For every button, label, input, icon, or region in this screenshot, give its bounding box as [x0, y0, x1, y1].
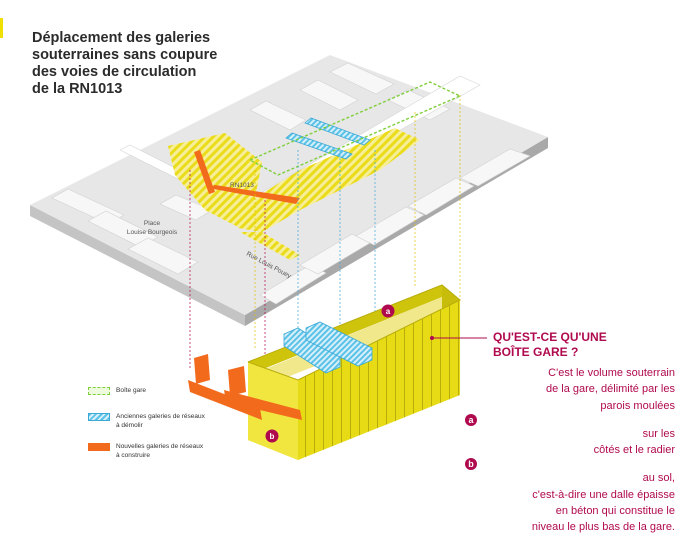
old-gallery-2	[305, 321, 373, 367]
new-gallery-l-horizontal	[188, 380, 262, 420]
legend-swatch-orange	[88, 443, 110, 451]
title-line: de la RN1013	[32, 81, 123, 97]
corner-mark	[0, 18, 3, 38]
new-gallery-l2-vertical	[228, 366, 246, 396]
legend-line: à construire	[116, 452, 150, 459]
map-label-rn1013: RN1013	[230, 182, 254, 189]
callout-line: C'est le volume souterrain	[548, 367, 675, 379]
title-line: souterraines sans coupure	[32, 47, 218, 63]
legend-text: Boîte gare	[116, 386, 236, 395]
map-new-gallery-1	[194, 150, 215, 194]
legend-text: Anciennes galeries de réseaux à démolir	[116, 412, 236, 430]
badge-b-icon	[265, 429, 279, 443]
legend-line: Nouvelles galeries de réseaux	[116, 443, 204, 450]
callout-line: parois moulées a sur les	[465, 398, 675, 443]
station-box-front	[248, 300, 460, 460]
callout-text: sur les	[642, 427, 675, 440]
callout-heading-line: BOÎTE GARE ?	[493, 344, 579, 359]
map-plate-front	[30, 205, 245, 326]
legend-line: à démolir	[116, 422, 143, 429]
map-blocks	[51, 62, 531, 305]
callout-heading-line: QU'EST-CE QU'UNE	[493, 330, 607, 344]
legend-line: Boîte gare	[116, 387, 146, 394]
map-station-outline	[248, 81, 462, 176]
legend-line: Anciennes galeries de réseaux	[116, 413, 205, 420]
title-line: Déplacement des galeries	[32, 30, 211, 46]
badge-b-inline-icon: b	[465, 458, 477, 471]
callout-heading: QU'EST-CE QU'UNE BOÎTE GARE ?	[493, 330, 673, 359]
map-old-gallery-1	[285, 132, 353, 160]
callout-line: niveau le plus bas de la gare.	[531, 521, 675, 534]
works-zone-west	[168, 133, 262, 228]
map-new-gallery-2	[208, 185, 300, 204]
page-title: Déplacement des galeries souterraines sa…	[32, 30, 272, 98]
map-old-gallery-2	[304, 117, 371, 146]
callout-body: C'est le volume souterrain de la gare, d…	[465, 365, 675, 536]
callout-line: de la gare, délimité par les	[545, 383, 675, 396]
station-box-rim	[247, 284, 461, 381]
legend-swatch-green	[88, 387, 110, 395]
legend-swatch-blue	[88, 413, 110, 421]
callout-text: au sol,	[642, 472, 675, 485]
badge-a-label: a	[386, 307, 391, 316]
title-line: des voies de circulation	[32, 64, 197, 80]
callout-text: côtés et le radier	[593, 444, 675, 457]
callout-line: c'est-à-dire une dalle épaisse	[532, 488, 675, 501]
new-gallery-l-vertical	[194, 354, 210, 384]
callout-line: en béton qui constitue le	[555, 505, 675, 518]
callout-text: parois moulées	[600, 399, 675, 412]
new-gallery-l2-horizontal	[224, 390, 302, 420]
map-label-place-1: Place	[144, 220, 161, 227]
legend-text: Nouvelles galeries de réseaux à construi…	[116, 442, 236, 460]
projection-lines	[189, 95, 461, 395]
badge-b-label: b	[270, 432, 275, 441]
callout-line: côtés et le radier b au sol,	[465, 442, 675, 487]
works-zone-east	[238, 128, 420, 232]
badge-a-inline-icon: a	[465, 413, 477, 426]
badge-a-icon	[381, 304, 395, 318]
old-gallery-1	[283, 327, 341, 374]
map-label-place-2: Louise Bourgeois	[127, 229, 178, 236]
callout-connector-dot	[430, 336, 434, 340]
